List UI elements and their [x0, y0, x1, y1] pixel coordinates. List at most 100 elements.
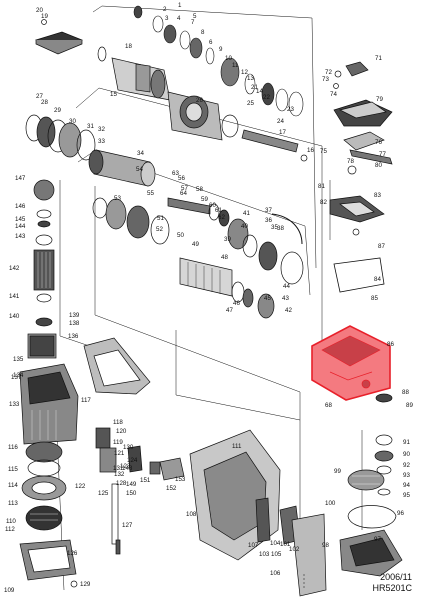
part-label-94: 94 [403, 482, 410, 489]
part-label-79: 79 [376, 96, 383, 103]
part-label-77: 77 [379, 151, 386, 158]
part-label-28: 28 [41, 99, 48, 106]
part-label-89: 89 [406, 402, 413, 409]
part-label-150: 150 [126, 490, 137, 497]
part-label-53: 53 [114, 195, 121, 202]
footer-model: HR5201C [372, 583, 412, 593]
part-label-74: 74 [330, 91, 337, 98]
part-frame-83 [329, 195, 385, 293]
part-gear-housing-15 [167, 91, 223, 141]
part-label-132: 132 [114, 471, 125, 478]
part-label-126: 126 [67, 550, 78, 557]
part-handle-shell-111 [83, 337, 151, 395]
part-label-58: 58 [196, 186, 203, 193]
part-label-122: 122 [75, 483, 86, 490]
part-label-90: 90 [403, 451, 410, 458]
part-label-116: 116 [8, 444, 18, 451]
part-label-20: 20 [36, 7, 43, 14]
part-bottom-left [19, 441, 78, 588]
part-label-80: 80 [375, 162, 382, 169]
part-label-2: 2 [163, 6, 167, 13]
part-label-50: 50 [177, 232, 184, 239]
part-label-38: 38 [277, 225, 284, 232]
part-label-78: 78 [347, 158, 354, 165]
part-label-101: 101 [280, 541, 291, 548]
part-label-4: 4 [177, 15, 181, 22]
part-label-64: 64 [180, 190, 187, 197]
part-label-39: 39 [224, 236, 231, 243]
part-label-61: 61 [215, 207, 222, 214]
part-label-83: 83 [374, 192, 381, 199]
part-label-95: 95 [403, 492, 410, 499]
part-label-102: 102 [289, 546, 300, 553]
part-label-85: 85 [371, 295, 378, 302]
part-label-137: 137 [11, 374, 22, 381]
part-label-81: 81 [318, 183, 325, 190]
part-label-107: 107 [248, 542, 259, 549]
part-label-143: 143 [15, 233, 26, 240]
part-label-153: 153 [175, 476, 186, 483]
part-label-27: 27 [36, 93, 43, 100]
part-label-144: 144 [15, 223, 26, 230]
part-label-35: 35 [271, 224, 278, 231]
part-label-93: 93 [403, 472, 410, 479]
part-label-148: 148 [122, 465, 133, 472]
part-label-135: 135 [13, 356, 24, 363]
part-label-59: 59 [201, 196, 208, 203]
part-label-6: 6 [209, 39, 213, 46]
part-label-99: 99 [334, 468, 341, 475]
part-label-129: 129 [80, 581, 91, 588]
part-label-114: 114 [8, 482, 18, 489]
part-label-43: 43 [282, 295, 289, 302]
part-label-60: 60 [209, 202, 216, 209]
part-label-115: 115 [8, 466, 18, 473]
part-label-97: 97 [374, 536, 381, 543]
part-label-88: 88 [402, 389, 409, 396]
part-label-7: 7 [191, 19, 195, 26]
part-label-72: 72 [325, 69, 332, 76]
part-label-44: 44 [283, 283, 290, 290]
part-label-29: 29 [54, 107, 61, 114]
part-gear-stack-right [339, 393, 403, 577]
part-label-1: 1 [178, 2, 182, 9]
part-label-112: 112 [5, 526, 15, 533]
part-label-49: 49 [192, 241, 199, 248]
part-label-24: 24 [277, 118, 284, 125]
assembly-guide-lines [55, 5, 363, 591]
part-label-47: 47 [226, 307, 233, 314]
part-cap-19 [35, 19, 83, 55]
part-ring-stack-top [133, 5, 304, 117]
part-armature-142 [33, 179, 55, 327]
part-label-127: 127 [122, 522, 133, 529]
part-label-16: 16 [307, 147, 314, 154]
diagram-footer: 2006/11 HR5201C [372, 572, 412, 594]
part-label-106: 106 [270, 570, 281, 577]
part-label-96: 96 [397, 510, 404, 517]
part-label-41: 41 [243, 210, 250, 217]
part-label-84: 84 [374, 276, 381, 283]
part-label-42: 42 [285, 307, 292, 314]
part-label-91: 91 [403, 439, 410, 446]
part-label-123: 123 [120, 463, 131, 470]
part-label-75: 75 [320, 148, 327, 155]
part-label-124: 124 [127, 457, 138, 464]
part-label-11: 11 [232, 62, 239, 69]
part-label-15: 15 [110, 91, 117, 98]
part-label-130: 130 [123, 444, 134, 451]
part-label-68: 68 [325, 402, 332, 409]
highlighted-part-86[interactable] [311, 325, 391, 401]
part-label-9: 9 [219, 46, 223, 53]
part-label-131: 131 [113, 465, 124, 472]
part-label-71: 71 [375, 55, 382, 62]
part-label-56: 56 [178, 175, 185, 182]
part-label-87: 87 [378, 243, 385, 250]
part-label-73: 73 [322, 76, 329, 83]
part-label-57: 57 [181, 185, 188, 192]
part-label-121: 121 [114, 450, 125, 457]
part-rings-left [25, 114, 96, 161]
part-cylinder-33 [88, 149, 156, 187]
part-label-8: 8 [201, 29, 205, 36]
